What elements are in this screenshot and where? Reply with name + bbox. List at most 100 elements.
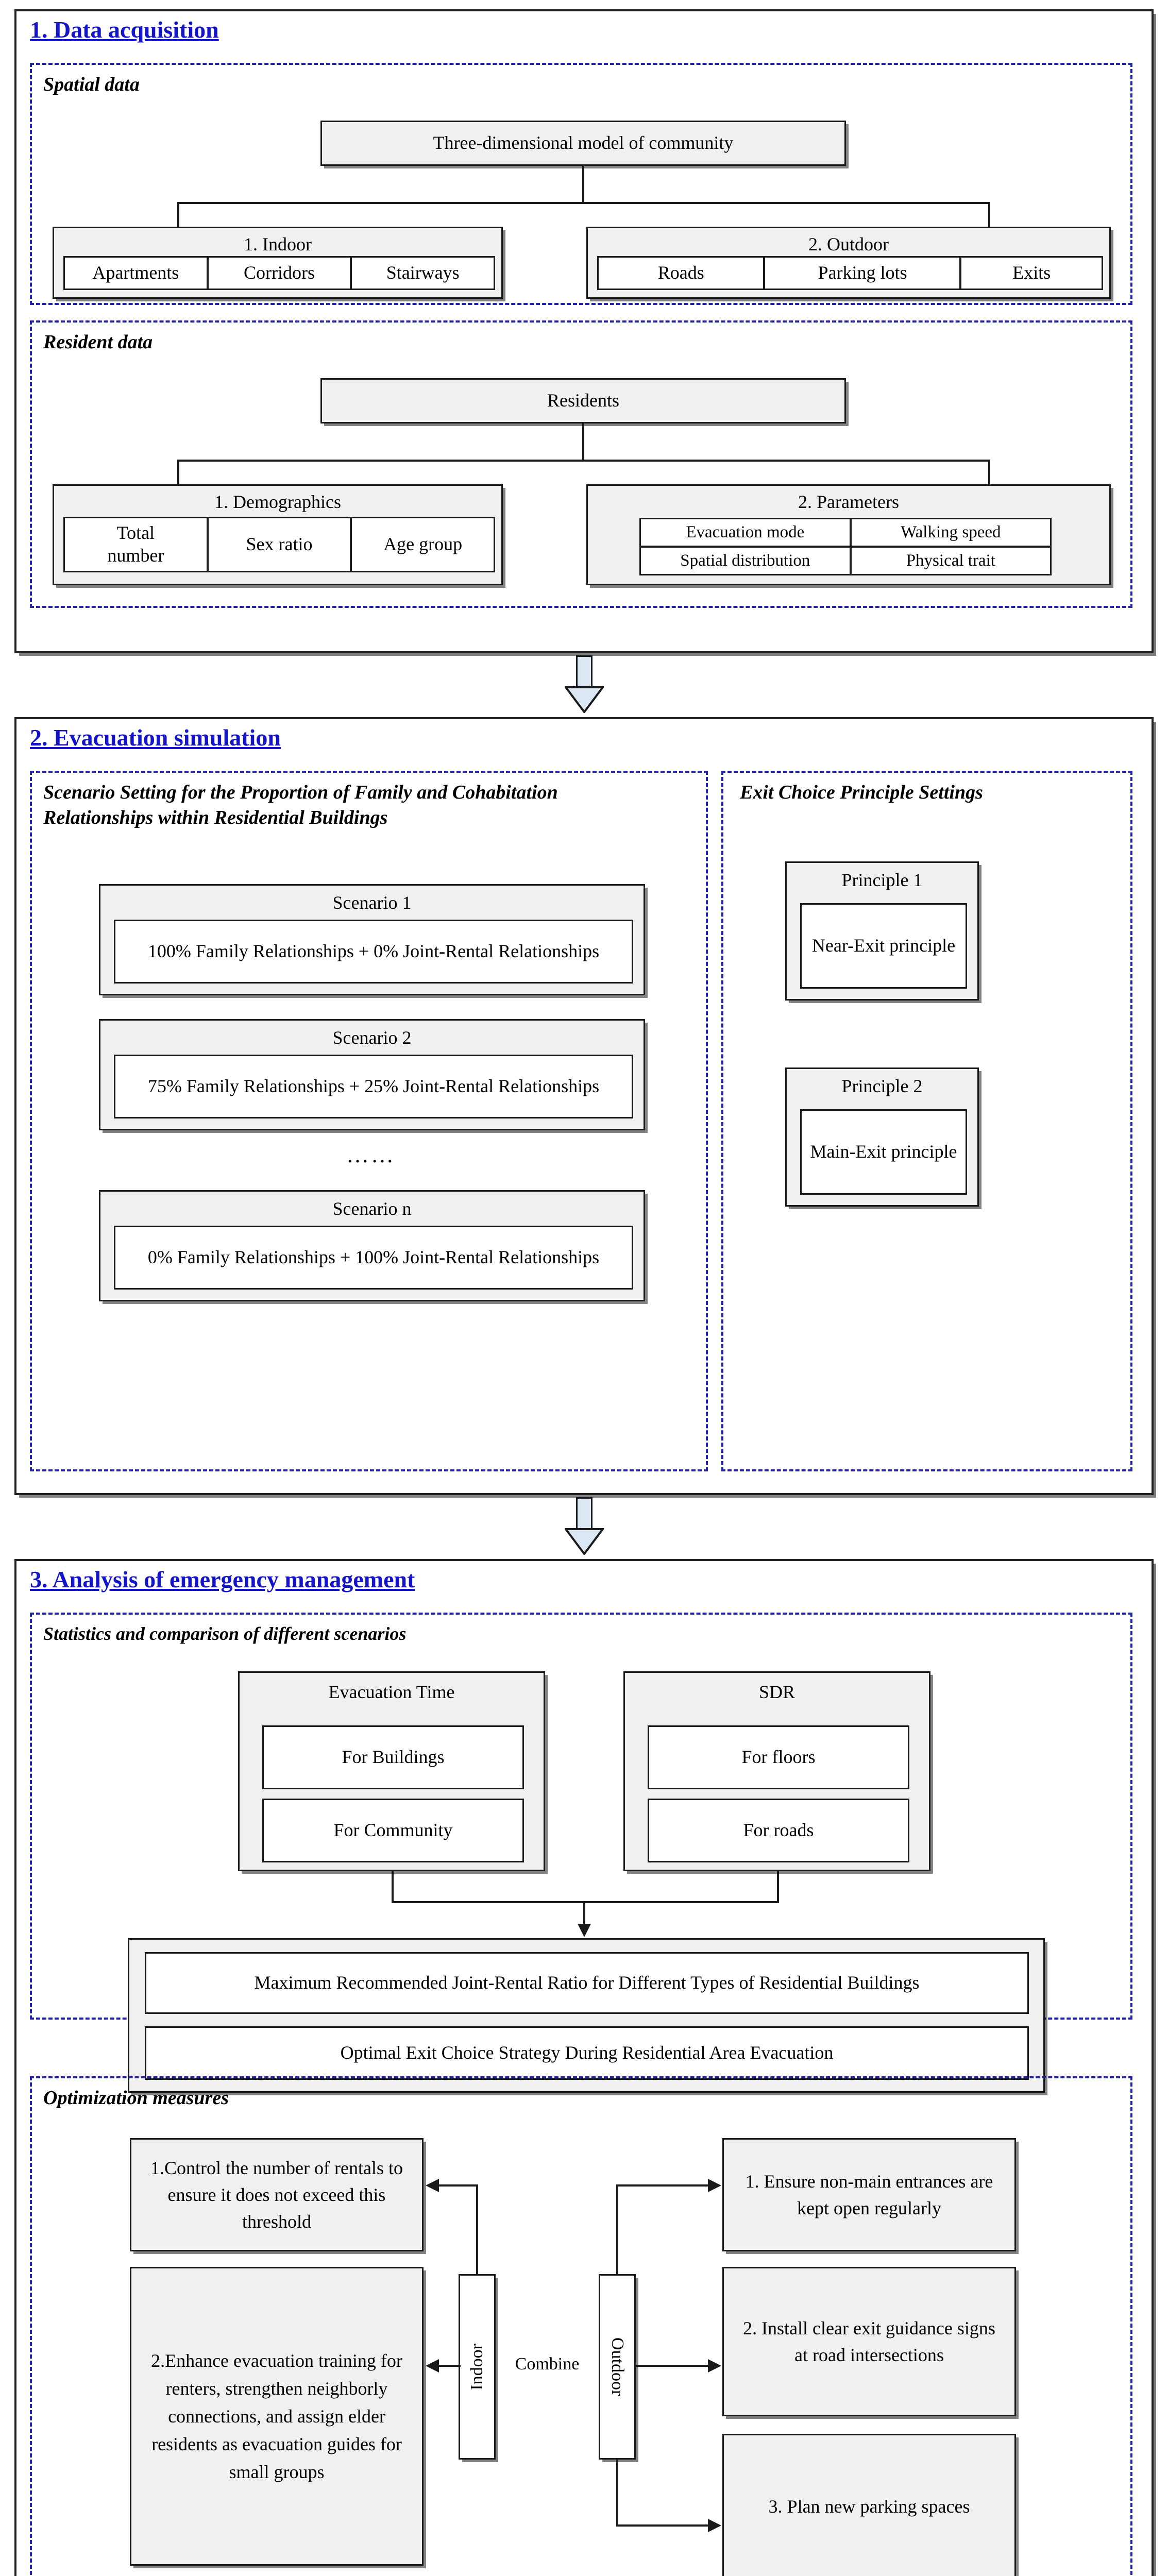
arrowhead-indoor-measure-1 [426, 2179, 439, 2192]
connector-outdoor-up [616, 2184, 618, 2275]
spatial-outdoor-item: Roads [597, 256, 765, 290]
spatial-root-label: Three-dimensional model of community [433, 132, 734, 154]
metric-item: For floors [648, 1725, 909, 1789]
scenario-setting-label: Scenario Setting for the Proportion of F… [43, 782, 558, 829]
metrics-group-evacuation-time: Evacuation Time For Buildings For Commun… [238, 1671, 545, 1871]
outdoor-measure-card: 1. Ensure non-main entrances are kept op… [722, 2138, 1016, 2251]
item-label: Parking lots [818, 262, 907, 283]
connector-resident-right [988, 460, 990, 485]
metric-item: For roads [648, 1799, 909, 1862]
statistics-panel: Statistics and comparison of different s… [30, 1613, 1132, 2093]
principle-card-detail-box: Near-Exit principle [800, 903, 967, 989]
outdoor-measure-card: 2. Install clear exit guidance signs at … [722, 2267, 1016, 2416]
metrics-group-title: SDR [758, 1682, 795, 1702]
stage-2-title: 2. Evacuation simulation [30, 724, 281, 751]
resident-data-panel: Resident data Residents 1. Demographics … [30, 320, 1132, 608]
outcome-item-label: Optimal Exit Choice Strategy During Resi… [340, 2042, 834, 2063]
parameters-item: Walking speed [850, 518, 1052, 547]
item-label: Physical trait [906, 551, 995, 570]
principle-card: Principle 2 Main-Exit principle [785, 1067, 979, 1207]
scenario-card-title: Scenario n [332, 1198, 412, 1219]
scenario-card-detail: 0% Family Relationships + 100% Joint-Ren… [147, 1247, 600, 1268]
metrics-group-title: Evacuation Time [328, 1682, 455, 1702]
arrow-stem [576, 1497, 593, 1529]
scenario-card-title: Scenario 2 [332, 1027, 412, 1048]
spatial-root-box: Three-dimensional model of community [320, 121, 846, 166]
resident-group-demographics-title: 1. Demographics [214, 492, 341, 512]
principle-card-detail-box: Main-Exit principle [800, 1109, 967, 1195]
optimization-label: Optimization measures [43, 2087, 229, 2109]
scenario-card-detail-box: 75% Family Relationships + 25% Joint-Ren… [114, 1055, 633, 1118]
connector-spatial-left [177, 202, 179, 228]
scenario-card: Scenario 1 100% Family Relationships + 0… [99, 884, 645, 995]
outdoor-tag-box: Outdoor [599, 2274, 636, 2460]
spatial-outdoor-item: Exits [960, 256, 1103, 290]
arrow-stage1-to-stage2 [565, 655, 604, 716]
connector-resident-bus [177, 460, 990, 462]
demographics-item: Age group [351, 517, 496, 572]
arrowhead-outdoor-measure-1 [708, 2179, 721, 2192]
scenario-ellipsis: …… [346, 1142, 396, 1167]
stage-1-data-acquisition: 1. Data acquisition Spatial data Three-d… [14, 9, 1154, 653]
connector-outdoor-to-measure-1 [616, 2184, 708, 2187]
connector-metrics-right-down [777, 1871, 779, 1902]
principle-card-detail: Near-Exit principle [811, 935, 956, 956]
arrowhead-outdoor-measure-2 [708, 2359, 721, 2372]
scenario-card-detail-box: 100% Family Relationships + 0% Joint-Ren… [114, 920, 633, 984]
outcome-item: Maximum Recommended Joint-Rental Ratio f… [145, 1952, 1029, 2014]
item-label: Age group [383, 534, 463, 555]
metric-item-label: For roads [743, 1820, 814, 1841]
item-label: Corridors [244, 262, 315, 283]
scenario-card: Scenario 2 75% Family Relationships + 25… [99, 1019, 645, 1130]
spatial-indoor-item: Stairways [351, 256, 496, 290]
arrow-stem [576, 655, 593, 687]
outcome-item: Optimal Exit Choice Strategy During Resi… [145, 2026, 1029, 2080]
item-label: Evacuation mode [686, 522, 805, 541]
spatial-group-outdoor-title: 2. Outdoor [808, 234, 889, 255]
outdoor-measure-label: 3. Plan new parking spaces [768, 2496, 970, 2517]
connector-metrics-left-down [392, 1871, 394, 1902]
connector-indoor-to-measure-1 [439, 2184, 477, 2187]
item-label: Stairways [386, 262, 460, 283]
principle-card-detail: Main-Exit principle [810, 1141, 957, 1162]
resident-data-label: Resident data [43, 331, 153, 353]
spatial-group-indoor: 1. Indoor Apartments Corridors Stairways [53, 227, 503, 299]
spatial-group-indoor-title: 1. Indoor [244, 234, 312, 255]
indoor-tag-label: Indoor [467, 2343, 486, 2391]
outdoor-measure-label: 2. Install clear exit guidance signs at … [743, 2317, 995, 2365]
parameters-item: Evacuation mode [639, 518, 851, 547]
indoor-measure-card: 2.Enhance evacuation training for renter… [130, 2267, 424, 2566]
arrow-head-icon [565, 686, 604, 713]
item-label: Walking speed [901, 522, 1001, 541]
item-label: Sex ratio [246, 534, 313, 555]
arrow-head-icon [565, 1528, 604, 1555]
connector-outdoor-to-measure-3 [616, 2524, 708, 2527]
item-label: Total number [107, 522, 164, 566]
connector-metrics-merge [392, 1901, 779, 1903]
indoor-measure-label: 2.Enhance evacuation training for renter… [151, 2350, 402, 2482]
connector-outdoor-down [616, 2460, 618, 2527]
scenario-card-detail: 75% Family Relationships + 25% Joint-Ren… [147, 1076, 600, 1097]
scenario-card-title: Scenario 1 [332, 892, 412, 913]
connector-resident-trunk [582, 423, 584, 461]
connector-spatial-trunk [582, 166, 584, 203]
outcome-item-label: Maximum Recommended Joint-Rental Ratio f… [254, 1972, 920, 1993]
resident-group-parameters: 2. Parameters Evacuation mode Walking sp… [586, 484, 1111, 585]
resident-group-demographics: 1. Demographics Total number Sex ratio A… [53, 484, 503, 585]
outcome-group: Maximum Recommended Joint-Rental Ratio f… [128, 1938, 1045, 2093]
resident-root-box: Residents [320, 378, 846, 423]
connector-indoor-up [476, 2184, 478, 2275]
connector-outdoor-to-measure-2 [635, 2365, 708, 2367]
arrowhead-outdoor-measure-3 [708, 2519, 721, 2532]
principle-card: Principle 1 Near-Exit principle [785, 861, 979, 1001]
principle-card-title: Principle 2 [841, 1076, 923, 1096]
spatial-group-outdoor: 2. Outdoor Roads Parking lots Exits [586, 227, 1111, 299]
metric-item-label: For Community [333, 1820, 453, 1841]
scenario-card: Scenario n 0% Family Relationships + 100… [99, 1190, 645, 1301]
demographics-item: Total number [63, 517, 208, 572]
demographics-item: Sex ratio [207, 517, 351, 572]
connector-metrics-to-outcome [583, 1901, 585, 1928]
outdoor-tag-label: Outdoor [608, 2337, 627, 2396]
connector-resident-left [177, 460, 179, 485]
indoor-measure-card: 1.Control the number of rentals to ensur… [130, 2138, 424, 2251]
